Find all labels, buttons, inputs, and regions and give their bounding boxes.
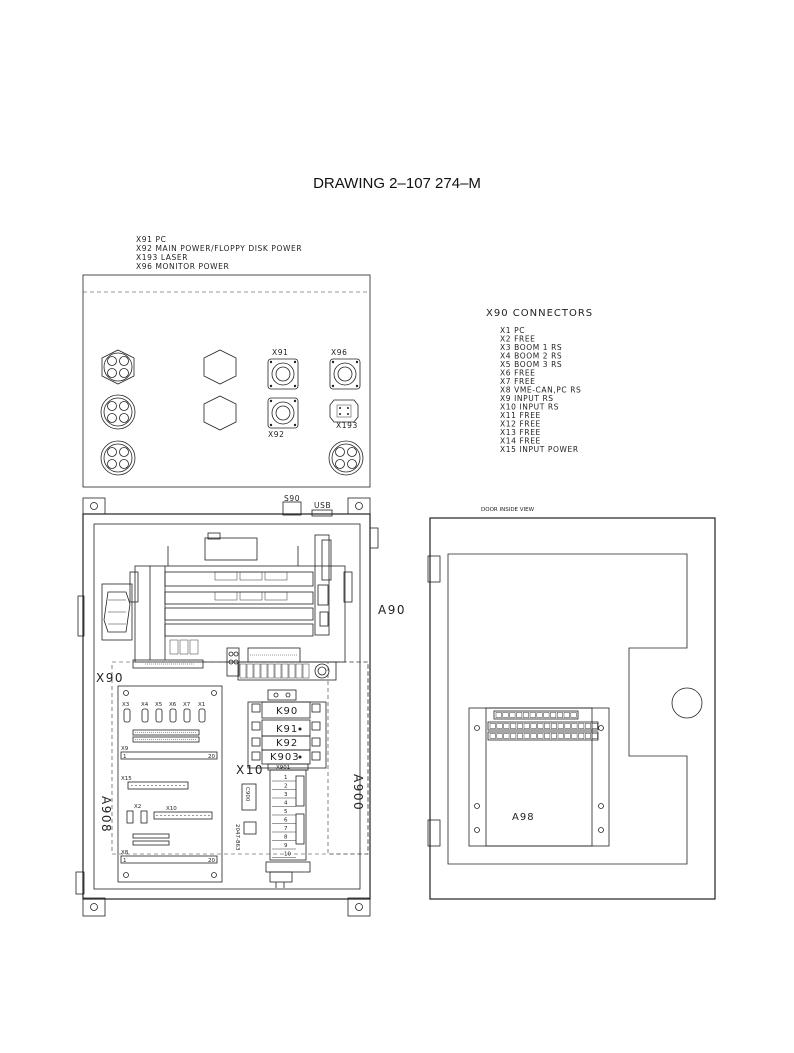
- cable-gland-icon: [100, 440, 136, 476]
- terminal-number: 10: [284, 852, 291, 858]
- connector-item: X14 FREE: [500, 437, 541, 446]
- label-a900: A900: [351, 774, 365, 811]
- label-a98: A98: [512, 812, 535, 823]
- drawing-title: DRAWING 2–107 274–M: [313, 175, 481, 192]
- connector-item: X2 FREE: [500, 335, 536, 344]
- terminal-number: 7: [284, 826, 288, 832]
- label-a908: A908: [99, 796, 113, 833]
- label-k903: K903: [270, 752, 300, 763]
- label-x10: X10: [236, 763, 264, 777]
- board-x10: X10: [166, 806, 177, 812]
- label-x91: X91: [272, 348, 288, 357]
- top-view: X91 X96 X92 X193: [82, 274, 371, 488]
- connector-item: X7 FREE: [500, 377, 536, 386]
- connector-item: X8 VME-CAN,PC RS: [500, 386, 581, 395]
- cable-gland-icon: [328, 440, 364, 476]
- label-x92: X92: [268, 430, 284, 439]
- pc-unit-a90: [101, 532, 353, 669]
- label-a90: A90: [378, 603, 406, 617]
- connector-item: X6 FREE: [500, 369, 536, 378]
- label-usb: USB: [314, 501, 331, 510]
- connector-item: X5 BOOM 3 RS: [500, 360, 562, 369]
- board-x8: X8: [121, 850, 129, 856]
- top-legend: X91 PC X92 MAIN POWER/FLOPPY DISK POWER …: [136, 235, 302, 271]
- board-x6: X6: [169, 702, 177, 708]
- connector-item: X10 INPUT RS: [500, 403, 559, 412]
- board-pin20b: 20: [208, 858, 215, 864]
- board-x3: X3: [122, 702, 130, 708]
- terminal-number: 2: [284, 784, 288, 790]
- board-x7: X7: [183, 702, 191, 708]
- connector-item: X3 BOOM 1 RS: [500, 343, 562, 352]
- terminal-number: 5: [284, 809, 288, 815]
- door-view: DOOR INSIDE VIEW A98: [427, 507, 716, 900]
- door-title: DOOR INSIDE VIEW: [481, 507, 535, 513]
- terminal-number: 9: [284, 843, 288, 849]
- legend-x193: X193 LASER: [136, 253, 188, 262]
- label-x901: X901: [276, 765, 290, 771]
- connector-item: X4 BOOM 2 RS: [500, 352, 562, 361]
- legend-x91: X91 PC: [136, 235, 166, 244]
- connectors-title: X90 CONNECTORS: [486, 308, 593, 319]
- label-x96: X96: [331, 348, 347, 357]
- label-k92: K92: [276, 738, 298, 749]
- label-c900: C900: [244, 787, 250, 802]
- cable-gland-icon: [100, 394, 136, 430]
- main-cabinet: S90 USB: [75, 494, 406, 917]
- board-x5: X5: [155, 702, 163, 708]
- connector-x92-icon: [267, 397, 299, 429]
- connector-x96-icon: [329, 358, 361, 390]
- label-serial: 2047-863: [234, 824, 240, 851]
- legend-x92: X92 MAIN POWER/FLOPPY DISK POWER: [136, 244, 302, 253]
- connector-item: X12 FREE: [500, 420, 541, 429]
- terminal-number: 1: [284, 775, 288, 781]
- cable-gland-icon: [101, 349, 135, 385]
- legend-x96: X96 MONITOR POWER: [136, 262, 229, 271]
- board-x4: X4: [141, 702, 149, 708]
- board-pin1b: 1: [123, 858, 127, 864]
- connector-item: X11 FREE: [500, 411, 541, 420]
- board-x9: X9: [121, 746, 129, 752]
- terminal-number: 4: [284, 801, 288, 807]
- connector-item: X9 INPUT RS: [500, 394, 554, 403]
- label-x90: X90: [96, 671, 124, 685]
- label-x193: X193: [336, 421, 358, 430]
- terminal-number: 8: [284, 835, 288, 841]
- label-k91: K91: [276, 724, 298, 735]
- board-pin20a: 20: [208, 754, 215, 760]
- connector-item: X1 PC: [500, 326, 525, 335]
- door-panel-a98: [468, 707, 610, 847]
- board-x1: X1: [198, 702, 205, 708]
- connector-x193-icon: [329, 399, 359, 423]
- x90-board-labels: X3 X4 X5 X6 X7 X1 X9 1 20 X15 X2 X10 X8 …: [121, 702, 215, 864]
- board-x2: X2: [134, 804, 141, 810]
- blanking-plug-icon: [203, 349, 237, 385]
- x90-board: [117, 685, 223, 883]
- label-k90: K90: [276, 706, 298, 717]
- board-pin1a: 1: [123, 754, 127, 760]
- terminal-strip-top: [226, 647, 337, 681]
- terminal-number: 3: [284, 792, 288, 798]
- connector-x91-icon: [267, 358, 299, 390]
- board-x15: X15: [121, 776, 132, 782]
- connector-item: X15 INPUT POWER: [500, 445, 579, 454]
- blanking-plug-icon: [203, 395, 237, 431]
- relay-block: 1 2 3 4 5 6 7 8 9 10: [247, 661, 369, 888]
- connector-item: X13 FREE: [500, 428, 541, 437]
- terminal-number: 6: [284, 818, 288, 824]
- label-s90: S90: [284, 494, 300, 503]
